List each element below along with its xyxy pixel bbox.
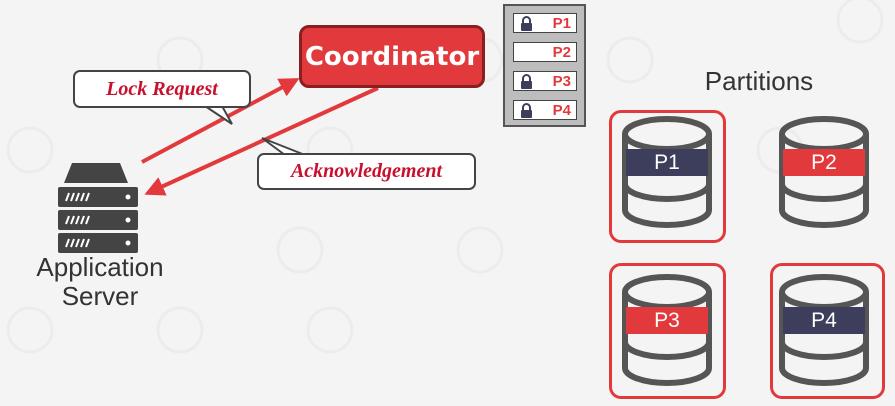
background-watermark (6, 0, 884, 354)
acknowledgement-label: Acknowledgement (290, 160, 443, 182)
server-icon (58, 163, 138, 253)
partition-p3-label: P3 (626, 307, 708, 334)
lock-row-label: P3 (552, 73, 571, 90)
partition-p1-text: P1 (654, 150, 680, 174)
lock-row-p2: P2 (513, 42, 577, 62)
partition-p4-text: P4 (811, 308, 837, 332)
application-server-label: Application Server (0, 253, 200, 311)
partition-p1-label: P1 (626, 149, 708, 176)
partition-p4-highlight (770, 263, 885, 399)
partitions-title: Partitions (704, 66, 814, 96)
lock-row-label: P4 (552, 102, 571, 119)
lock-request-callout: Lock Request (73, 70, 251, 108)
lock-icon (521, 103, 532, 118)
acknowledgement-arrow (144, 86, 379, 196)
database-icon-p2 (779, 116, 869, 228)
partition-p3-text: P3 (654, 308, 680, 332)
acknowledgement-callout: Acknowledgement (257, 153, 476, 190)
app-server-line2: Server (61, 281, 139, 311)
app-server-line1: Application (36, 252, 164, 282)
lock-table: P1 P2 P3 P4 (503, 4, 586, 127)
lock-request-arrow (141, 78, 300, 164)
partition-p2-text: P2 (811, 150, 837, 174)
coordinator-label: Coordinator (304, 41, 480, 72)
partition-p2-label: P2 (783, 149, 865, 176)
lock-row-p3: P3 (513, 71, 577, 91)
lock-row-label: P2 (552, 44, 571, 61)
lock-row-label: P1 (552, 15, 571, 32)
partition-p1-highlight (609, 110, 726, 243)
lock-icon (521, 16, 532, 31)
lock-icon (521, 74, 532, 89)
partition-p4-label: P4 (783, 307, 865, 334)
coordinator-node: Coordinator (299, 25, 485, 88)
partition-p3-highlight (609, 263, 726, 399)
lock-request-label: Lock Request (106, 77, 218, 100)
lock-row-p1: P1 (513, 13, 577, 33)
lock-row-p4: P4 (513, 100, 577, 120)
